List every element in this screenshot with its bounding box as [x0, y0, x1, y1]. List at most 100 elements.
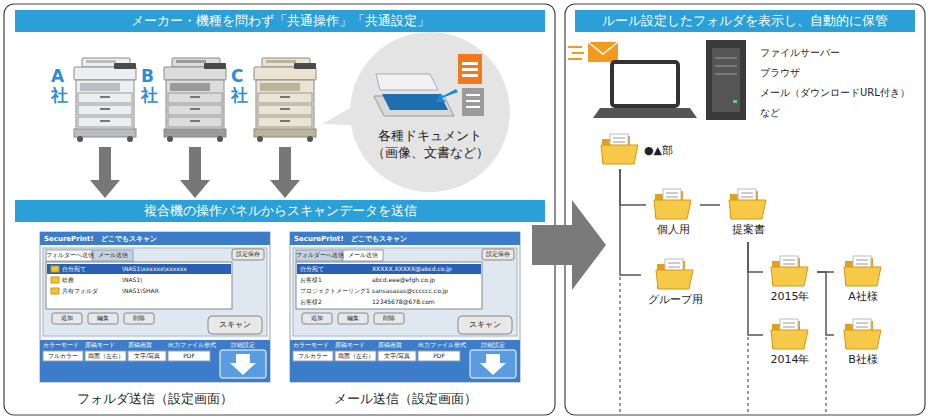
folder-icon	[843, 318, 883, 351]
screen-text: PDF	[418, 353, 460, 360]
shape	[290, 340, 520, 382]
connector	[620, 169, 641, 275]
server-icon	[715, 73, 737, 75]
server-icon	[706, 40, 746, 120]
screen-text: お客様1	[300, 277, 322, 284]
screen-text: カラーモード	[293, 342, 333, 348]
shape	[293, 248, 517, 336]
shape	[256, 80, 314, 130]
shape	[168, 93, 222, 103]
shape	[168, 105, 222, 115]
callout-graphic	[462, 74, 478, 77]
title-band: 複合機の操作パネルからスキャンデータを送信	[15, 200, 545, 222]
shape	[128, 351, 166, 361]
shape	[258, 105, 312, 115]
laptop-icon	[612, 62, 678, 106]
screen-text: フルカラー	[293, 353, 333, 360]
callout-graphic	[462, 68, 478, 71]
shape	[254, 129, 316, 137]
screen-text: 両面（左右）	[335, 353, 376, 360]
node-text: 各種ドキュメント （画像、文書など）	[350, 128, 510, 162]
node-text: 個人用	[646, 222, 700, 237]
connector	[817, 272, 834, 335]
shape	[190, 96, 200, 98]
shape	[296, 250, 342, 261]
folder-icon	[654, 200, 691, 219]
screen-text: メール送信	[93, 252, 133, 259]
shape	[78, 117, 132, 127]
caster	[257, 136, 263, 142]
shape	[100, 120, 110, 122]
screen-text: 編集	[338, 315, 368, 322]
shape	[296, 262, 482, 309]
shape	[100, 108, 110, 110]
shape	[204, 63, 226, 69]
shape	[470, 350, 516, 378]
server-icon	[715, 65, 737, 67]
screen-illustration	[40, 232, 270, 382]
folder-icon	[770, 255, 810, 288]
screen-text: 両面（左右）	[85, 353, 126, 360]
server-icon	[706, 40, 746, 120]
node-text: ●▲部	[644, 143, 673, 158]
screen-text: スキャン	[458, 320, 512, 329]
screen-text: 設定保存	[482, 251, 514, 258]
shape	[290, 232, 520, 382]
continuation-line	[620, 277, 826, 412]
folder-icon	[728, 188, 768, 221]
caster	[77, 136, 83, 142]
folder-icon	[770, 318, 810, 351]
shape	[168, 117, 222, 127]
screen-text: フルカラー	[43, 353, 83, 360]
shape	[280, 96, 290, 98]
connector	[189, 147, 201, 180]
down-arrow-button	[480, 354, 506, 375]
screen-text: \NAS1\xxxxxx\xxxxxx	[122, 266, 187, 273]
shape	[76, 80, 134, 130]
shape	[378, 351, 416, 361]
folder-icon	[844, 330, 881, 349]
shape	[258, 117, 312, 127]
folder-node: B社様	[834, 318, 892, 372]
screen-text: 自分宛て	[300, 266, 324, 273]
shape	[170, 83, 210, 91]
connector	[620, 169, 646, 205]
node-text: グループ用	[641, 292, 709, 307]
shape	[46, 250, 92, 261]
shape	[86, 60, 116, 63]
screen-text: 総務	[62, 277, 74, 284]
shape	[47, 264, 231, 274]
screen-text: SecurePrint! どこでもスキャン	[294, 235, 407, 243]
right-panel	[565, 4, 925, 415]
output-item: メール（ダウンロードURL付き）	[760, 87, 910, 99]
shape	[258, 93, 312, 103]
mail-icon	[588, 42, 618, 62]
screen-text: 追加	[52, 315, 82, 322]
folder-icon	[741, 193, 753, 194]
folder-icon	[856, 260, 868, 261]
shape	[78, 105, 132, 115]
server-icon	[712, 48, 740, 112]
output-item: など	[760, 107, 780, 119]
callout-graphic	[436, 89, 458, 102]
shape	[190, 120, 200, 122]
continuation-line	[747, 337, 748, 412]
callout-graphic	[350, 32, 510, 192]
screen-text: プロジェクトメーリング1	[300, 288, 370, 295]
screen-text: 削除	[374, 315, 404, 322]
callout-graphic	[466, 94, 480, 96]
shape	[297, 264, 481, 274]
shape	[280, 108, 290, 110]
screen-text: 原稿モード	[85, 342, 126, 348]
shape	[343, 250, 383, 261]
shape	[43, 248, 267, 336]
continuation-line	[825, 337, 826, 412]
shape	[43, 351, 83, 361]
title-band: メーカー・機種を問わず「共通操作」「共通設定」	[15, 10, 545, 32]
screen-text: フォルダーへ送信	[46, 252, 92, 259]
maker-label: C社	[225, 55, 315, 147]
shape	[232, 249, 264, 260]
shape	[260, 83, 300, 91]
caster	[217, 136, 223, 142]
callout-graphic	[462, 88, 484, 116]
